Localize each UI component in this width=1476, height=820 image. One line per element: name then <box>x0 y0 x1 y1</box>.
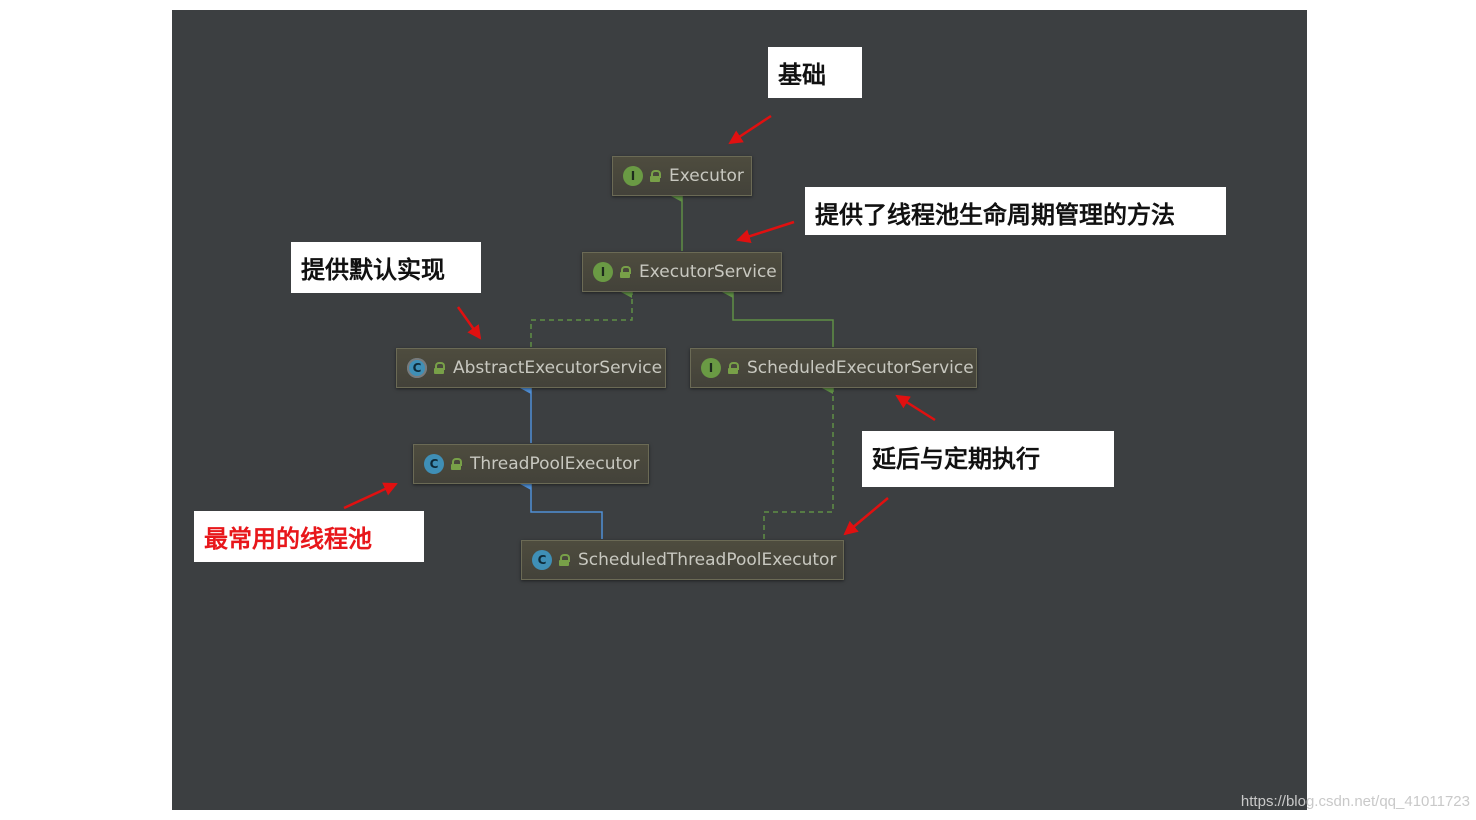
node-label: ScheduledThreadPoolExecutor <box>578 550 837 570</box>
node-scheduled-thread-pool-executor[interactable]: C ScheduledThreadPoolExecutor <box>521 540 844 580</box>
class-icon: C <box>532 550 552 570</box>
node-executor[interactable]: I Executor <box>612 156 752 196</box>
annotation-arrow-most-used <box>343 482 398 510</box>
public-lock-icon <box>433 362 445 374</box>
interface-icon: I <box>623 166 643 186</box>
annotation-base: 基础 <box>768 47 862 98</box>
annotation-arrow-default-impl <box>456 306 482 340</box>
annotation-arrow-delayed <box>895 394 936 422</box>
edge-scheduledthreadpool-to-scheduledservice <box>763 382 834 539</box>
annotation-arrow-delayed-2 <box>843 497 889 536</box>
interface-icon: I <box>701 358 721 378</box>
public-lock-icon <box>450 458 462 470</box>
annotation-lifecycle: 提供了线程池生命周期管理的方法 <box>805 187 1226 235</box>
node-executor-service[interactable]: I ExecutorService <box>582 252 782 292</box>
public-lock-icon <box>649 170 661 182</box>
public-lock-icon <box>558 554 570 566</box>
node-label: Executor <box>669 166 744 186</box>
class-icon: C <box>424 454 444 474</box>
annotation-delayed: 延后与定期执行 <box>862 431 1114 487</box>
watermark: https://blog.csdn.net/qq_41011723 <box>1240 793 1470 810</box>
node-label: ExecutorService <box>639 262 777 282</box>
edge-scheduledservice-to-executorservice <box>722 286 834 347</box>
edge-scheduledthreadpool-to-threadpool <box>520 478 603 539</box>
edge-abstract-to-executorservice <box>530 286 633 347</box>
node-thread-pool-executor[interactable]: C ThreadPoolExecutor <box>413 444 649 484</box>
interface-icon: I <box>593 262 613 282</box>
node-label: ThreadPoolExecutor <box>470 454 640 474</box>
annotation-arrow-base <box>728 114 772 145</box>
node-abstract-executor-service[interactable]: C AbstractExecutorService <box>396 348 666 388</box>
annotation-default-impl: 提供默认实现 <box>291 242 481 293</box>
annotation-arrow-lifecycle <box>736 220 795 243</box>
annotation-most-used: 最常用的线程池 <box>194 511 424 562</box>
public-lock-icon <box>727 362 739 374</box>
public-lock-icon <box>619 266 631 278</box>
node-label: ScheduledExecutorService <box>747 358 974 378</box>
node-label: AbstractExecutorService <box>453 358 663 378</box>
node-scheduled-executor-service[interactable]: I ScheduledExecutorService <box>690 348 977 388</box>
abstract-class-icon: C <box>407 358 427 378</box>
